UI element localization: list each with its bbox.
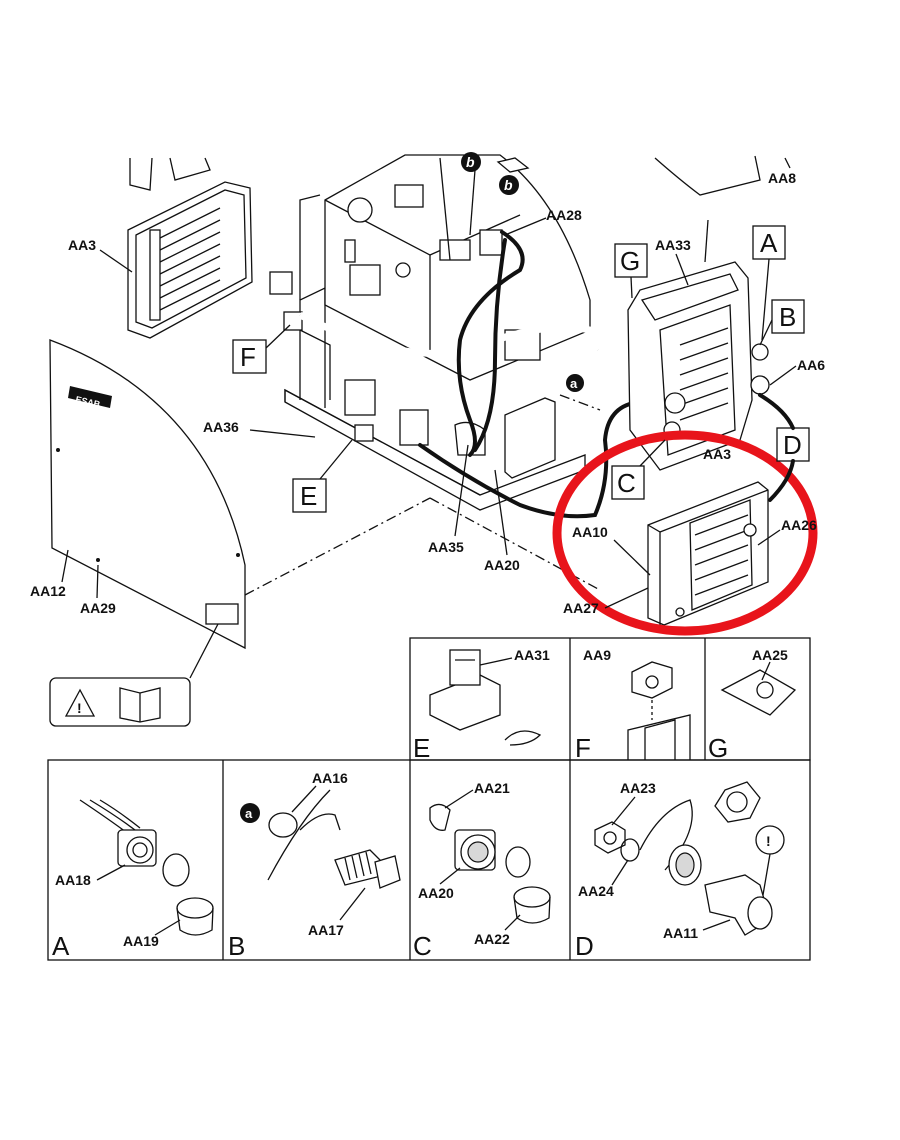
callout-a: A: [752, 225, 786, 341]
warning-manual-box: !: [49, 677, 191, 727]
label-aa9: AA9: [583, 647, 611, 663]
svg-text:D: D: [783, 430, 802, 460]
svg-text:G: G: [708, 733, 728, 763]
svg-text:B: B: [779, 302, 796, 332]
side-panel-aa12: ESAB: [49, 339, 431, 679]
label-aa31: AA31: [514, 647, 550, 663]
label-aa17: AA17: [308, 922, 344, 938]
label-aa16: AA16: [312, 770, 348, 786]
marker-a-main: a: [566, 374, 584, 392]
label-aa21: AA21: [474, 780, 510, 796]
callout-c: C: [611, 439, 666, 500]
svg-text:a: a: [570, 376, 578, 391]
svg-text:b: b: [504, 177, 513, 193]
svg-text:C: C: [413, 931, 432, 961]
svg-text:b: b: [466, 154, 475, 170]
label-aa23: AA23: [620, 780, 656, 796]
label-aa25: AA25: [752, 647, 788, 663]
top-clips: [496, 157, 530, 173]
callout-g: G: [614, 243, 648, 299]
svg-text:A: A: [760, 228, 778, 258]
svg-text:G: G: [620, 246, 640, 276]
svg-text:!: !: [77, 700, 82, 716]
label-aa19: AA19: [123, 933, 159, 949]
label-aa18: AA18: [55, 872, 91, 888]
front-panel: [627, 219, 770, 471]
detail-e: AA31 E: [413, 647, 550, 763]
label-aa28: AA28: [546, 207, 582, 223]
cover-aa8: [654, 155, 791, 196]
detail-c: AA21 AA20 AA22 C: [413, 780, 551, 961]
label-aa8: AA8: [768, 170, 796, 186]
detail-b: a AA16 AA17 B: [228, 770, 401, 961]
detail-d: ! AA23 AA24 AA11 D: [575, 780, 785, 961]
svg-text:F: F: [575, 733, 591, 763]
svg-text:C: C: [617, 468, 636, 498]
label-aa22: AA22: [474, 931, 510, 947]
detail-a: AA18 AA19 A: [52, 799, 214, 961]
vent-panel-aa3: [127, 157, 253, 339]
connector-f: [269, 271, 293, 295]
callout-e: E: [292, 439, 353, 513]
callout-b: B: [759, 299, 805, 346]
svg-text:a: a: [245, 806, 253, 821]
label-aa12: AA12: [30, 583, 66, 599]
svg-text:D: D: [575, 931, 594, 961]
callout-f: F: [232, 324, 291, 374]
detail-panels-efg: AA31 E AA9 F AA25 G: [409, 637, 811, 763]
highlight-circle: [552, 430, 818, 636]
svg-text:E: E: [300, 481, 317, 511]
label-aa20-main: AA20: [484, 557, 520, 573]
esab-logo: [68, 386, 112, 408]
label-aa29: AA29: [80, 600, 116, 616]
svg-text:B: B: [228, 931, 245, 961]
svg-text:!: !: [766, 833, 771, 849]
detail-panels-abcd: AA18 AA19 A a AA16 AA17 B: [47, 759, 811, 961]
label-aa3: AA3: [68, 237, 96, 253]
detail-f: AA9 F: [575, 647, 691, 763]
label-aa6: AA6: [797, 357, 825, 373]
label-aa10: AA10: [572, 524, 608, 540]
enclosure-aa10: [647, 481, 769, 626]
label-aa24: AA24: [578, 883, 614, 899]
svg-text:A: A: [52, 931, 70, 961]
marker-b-1: b: [461, 152, 481, 172]
svg-text:F: F: [240, 342, 256, 372]
label-aa27: AA27: [563, 600, 599, 616]
callout-d: D: [758, 393, 810, 502]
label-aa20-detail: AA20: [418, 885, 454, 901]
label-aa11: AA11: [663, 925, 698, 941]
main-chassis: [269, 154, 642, 591]
detail-g: AA25 G: [708, 647, 797, 763]
label-aa26: AA26: [781, 517, 817, 533]
label-aa3-front: AA3: [703, 446, 731, 462]
marker-b-2: b: [499, 175, 519, 195]
svg-text:E: E: [413, 733, 430, 763]
main-labels: AA3 AA8 AA28 AA33 AA6 AA36 AA12 AA29 AA3…: [30, 170, 825, 616]
label-aa36: AA36: [203, 419, 239, 435]
label-aa33: AA33: [655, 237, 691, 253]
label-aa35: AA35: [428, 539, 464, 555]
